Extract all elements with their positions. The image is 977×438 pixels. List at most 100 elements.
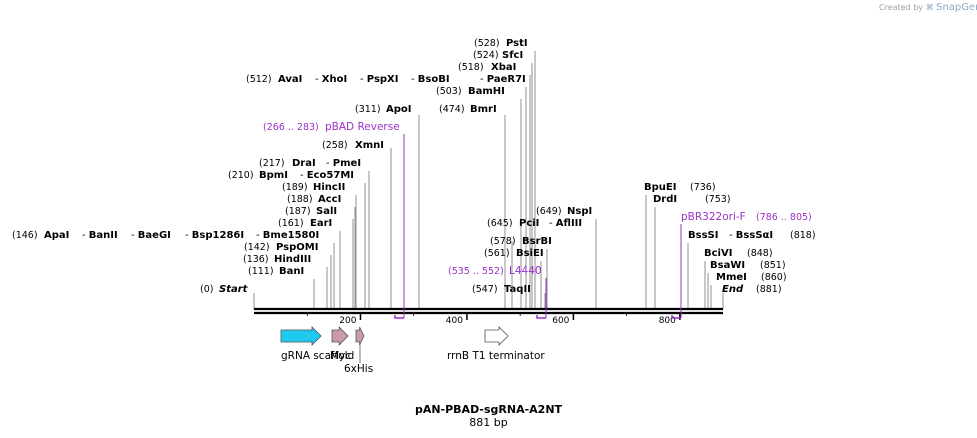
site-position-start: (0): [200, 284, 213, 295]
site-label-xhoi[interactable]: - XhoI: [315, 74, 347, 85]
site-position-bsssi: (818): [790, 230, 816, 241]
site-label-bsssi[interactable]: BssSI: [688, 230, 718, 241]
site-position-nspi: (649): [536, 206, 562, 217]
primer-pbr322ori-f[interactable]: (786 .. 805)pBR322ori-F: [671, 211, 812, 319]
site-position-eari: (161): [278, 218, 304, 229]
site-label-drai[interactable]: DraI: [292, 158, 316, 169]
feature-arrow-icon: [280, 326, 322, 346]
site-position-acci: (188): [287, 194, 313, 205]
primer-arrow-icon: [394, 315, 404, 319]
primer-label-pbad-reverse: pBAD Reverse: [325, 121, 400, 133]
site-label-pcii[interactable]: PciI: [519, 218, 539, 229]
site-lines: [253, 51, 724, 309]
site-label-acci[interactable]: AccI: [318, 194, 341, 205]
site-position-hincii: (189): [282, 182, 308, 193]
plasmid-name: pAN-PBAD-sgRNA-A2NT: [414, 403, 563, 416]
feature-6xhis[interactable]: 6xHis: [344, 326, 373, 375]
site-label-xmni[interactable]: XmnI: [355, 140, 384, 151]
site-label-taqii[interactable]: TaqII: [504, 284, 531, 295]
site-label-bsp1286i[interactable]: - Bsp1286I: [185, 230, 244, 241]
site-label-xbai[interactable]: XbaI: [491, 62, 516, 73]
site-position-pcii: (645): [487, 218, 513, 229]
primer-range-pbad-reverse: (266 .. 283): [263, 122, 319, 133]
site-position-xmni: (258): [322, 140, 348, 151]
site-position-bamhi: (503): [436, 86, 462, 97]
site-label-pspxi[interactable]: - PspXI: [360, 74, 399, 85]
primer-pbad-reverse[interactable]: (266 .. 283) pBAD Reverse: [263, 121, 405, 319]
snapgene-logo-icon: ⌘: [925, 3, 934, 12]
plasmid-length: 881 bp: [469, 416, 508, 429]
primer-l4440[interactable]: (535 .. 552) L4440: [448, 265, 547, 319]
site-label-hincii[interactable]: HincII: [313, 182, 345, 193]
site-position-bmri: (474): [439, 104, 465, 115]
site-position-sali: (187): [285, 206, 311, 217]
site-label-psti[interactable]: PstI: [506, 38, 528, 49]
site-position-drai: (217): [259, 158, 285, 169]
site-position-bpuei: (736): [690, 182, 716, 193]
site-label-apoi[interactable]: ApoI: [386, 104, 412, 115]
primer-range-l4440: (535 .. 552): [448, 266, 504, 277]
backbone: [254, 307, 723, 315]
site-position-apai: (146): [12, 230, 38, 241]
site-position-taqii: (547): [472, 284, 498, 295]
feature-label-rrnb-t1-terminator: rrnB T1 terminator: [447, 350, 545, 362]
site-label-drdi[interactable]: DrdI: [653, 194, 677, 205]
site-label-sfci[interactable]: SfcI: [502, 50, 523, 61]
site-label-bsobi[interactable]: - BsoBI: [411, 74, 450, 85]
feature-rrnb-t1-terminator[interactable]: rrnB T1 terminator: [447, 326, 545, 362]
site-label-bcivi[interactable]: BciVI: [704, 248, 732, 259]
site-position-bsrbi: (578): [490, 236, 516, 247]
site-label-bsiei[interactable]: BsiEI: [516, 248, 544, 259]
feature-label-6xhis: 6xHis: [344, 363, 373, 375]
site-position-bani: (111): [248, 266, 274, 277]
primer-label-pbr322ori-f: pBR322ori-F: [681, 211, 746, 223]
site-position-xbai: (518): [458, 62, 484, 73]
site-label-sali[interactable]: SalI: [316, 206, 337, 217]
site-label-bsss-i[interactable]: - BssSαI: [729, 230, 773, 241]
site-label-eco57mi[interactable]: - Eco57MI: [300, 170, 354, 181]
site-label-paer7i[interactable]: - PaeR7I: [480, 74, 526, 85]
site-position-bcivi: (848): [747, 248, 773, 259]
primer-arrow-icon: [671, 315, 681, 319]
ruler-label-200: 200: [339, 316, 356, 326]
feature-label-myc: Myc: [330, 350, 351, 362]
site-label-apai[interactable]: ApaI: [44, 230, 69, 241]
feature-arrow-icon: [331, 326, 349, 346]
site-position-avai: (512): [246, 74, 272, 85]
site-label-bme1580i[interactable]: - Bme1580I: [256, 230, 319, 241]
site-label-bani[interactable]: BanI: [279, 266, 304, 277]
site-label-bsawi[interactable]: BsaWI: [710, 260, 745, 271]
site-label-bpuei[interactable]: BpuEI: [644, 182, 676, 193]
site-position-bsiei: (561): [484, 248, 510, 259]
site-label-baegi[interactable]: - BaeGI: [131, 230, 171, 241]
site-label-hindiii[interactable]: HindIII: [274, 254, 311, 265]
site-label-nspi[interactable]: NspI: [567, 206, 592, 217]
feature-myc[interactable]: Myc: [330, 326, 351, 362]
site-label-bmri[interactable]: BmrI: [470, 104, 497, 115]
site-position-end: (881): [756, 284, 782, 295]
feature-arrow-icon: [355, 326, 365, 346]
feature-grna-scaffold[interactable]: gRNA scaffold: [280, 326, 354, 362]
site-label-bpmi[interactable]: BpmI: [259, 170, 288, 181]
site-label-bamhi[interactable]: BamHI: [468, 86, 505, 97]
site-label-start[interactable]: Start: [219, 284, 249, 295]
site-position-bpmi: (210): [228, 170, 254, 181]
site-label-bsrbi[interactable]: BsrBI: [522, 236, 552, 247]
snapgene-credit: Created by ⌘ SnapGene: [879, 2, 977, 13]
primer-label-l4440: L4440: [509, 265, 542, 277]
ruler-label-400: 400: [446, 316, 463, 326]
site-label-pmei[interactable]: - PmeI: [326, 158, 361, 169]
site-label-pspomi[interactable]: PspOMI: [276, 242, 318, 253]
feature-arrow-icon: [484, 326, 509, 346]
site-label-eari[interactable]: EarI: [310, 218, 332, 229]
site-label-banii[interactable]: - BanII: [82, 230, 118, 241]
site-label-afliii[interactable]: - AflIII: [549, 218, 582, 229]
site-position-hindiii: (136): [243, 254, 269, 265]
site-label-end[interactable]: End: [722, 284, 744, 295]
feature-label-grna-scaffold: gRNA scaffold: [281, 350, 354, 362]
site-label-avai[interactable]: AvaI: [278, 74, 302, 85]
site-label-mmei[interactable]: MmeI: [716, 272, 747, 283]
primers: (266 .. 283) pBAD Reverse (535 .. 552) L444…: [263, 121, 812, 319]
